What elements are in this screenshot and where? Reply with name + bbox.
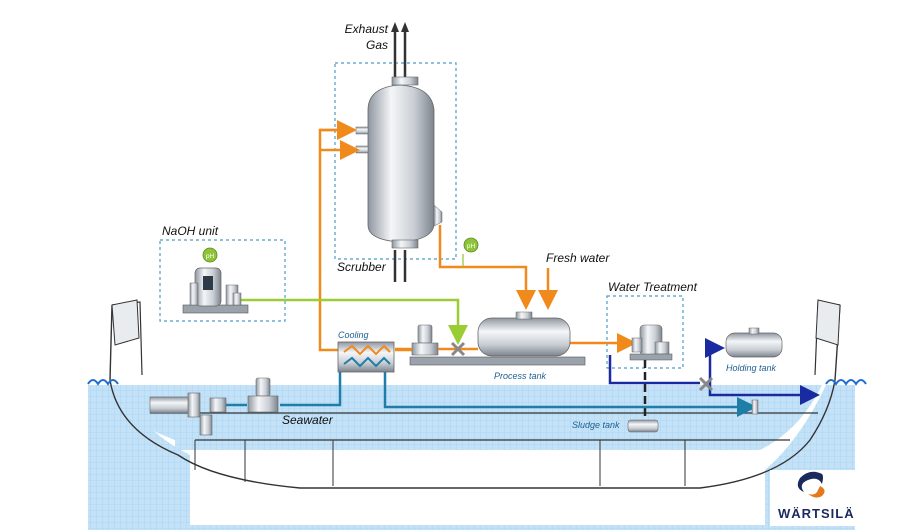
seawater-inlet	[149, 392, 227, 436]
sludge-tank-label: Sludge tank	[572, 420, 620, 430]
sludge-tank	[627, 419, 659, 433]
process-tank	[477, 311, 571, 357]
cooling-exchanger	[337, 341, 395, 373]
naoh-unit-box	[159, 239, 286, 322]
holding-tank-label: Holding tank	[726, 363, 777, 373]
seawater-pump	[247, 377, 279, 413]
ph-sensor-scrubber	[463, 237, 479, 253]
waves-left	[87, 379, 119, 386]
water-treatment-unit	[629, 324, 673, 361]
water-treatment-label: Water Treatment	[608, 280, 698, 294]
logo-text: WÄRTSILÄ	[778, 506, 855, 521]
seawater-circuit	[225, 372, 757, 417]
holding-tank	[725, 327, 783, 358]
waves-right	[825, 379, 867, 386]
logo-swirl-icon	[797, 471, 823, 492]
scrubber-label: Scrubber	[337, 260, 387, 274]
wartsila-logo: WÄRTSILÄ	[770, 470, 858, 526]
overboard-valve	[698, 376, 714, 392]
fresh-water-label: Fresh water	[546, 251, 610, 265]
exhaust-label-line2: Gas	[366, 38, 388, 52]
scrubber-vessel	[355, 76, 443, 249]
process-tank-label: Process tank	[494, 371, 547, 381]
ph-badge-scrubber-label: pH	[467, 243, 476, 250]
process-tank-base	[409, 356, 586, 366]
ph-sensor-naoh	[202, 247, 218, 263]
hull-water	[108, 385, 822, 450]
circulation-pump	[411, 324, 439, 356]
naoh-unit-equipment	[182, 267, 249, 314]
naoh-line	[240, 298, 468, 345]
cooling-label: Cooling	[338, 330, 369, 340]
naoh-unit-label: NaOH unit	[162, 224, 219, 238]
seawater-label: Seawater	[282, 413, 334, 427]
ph-badge-naoh-label: pH	[206, 253, 215, 260]
ship-hull	[109, 304, 841, 489]
mixing-valve	[450, 341, 466, 357]
exhaust-label-line1: Exhaust	[345, 22, 389, 36]
